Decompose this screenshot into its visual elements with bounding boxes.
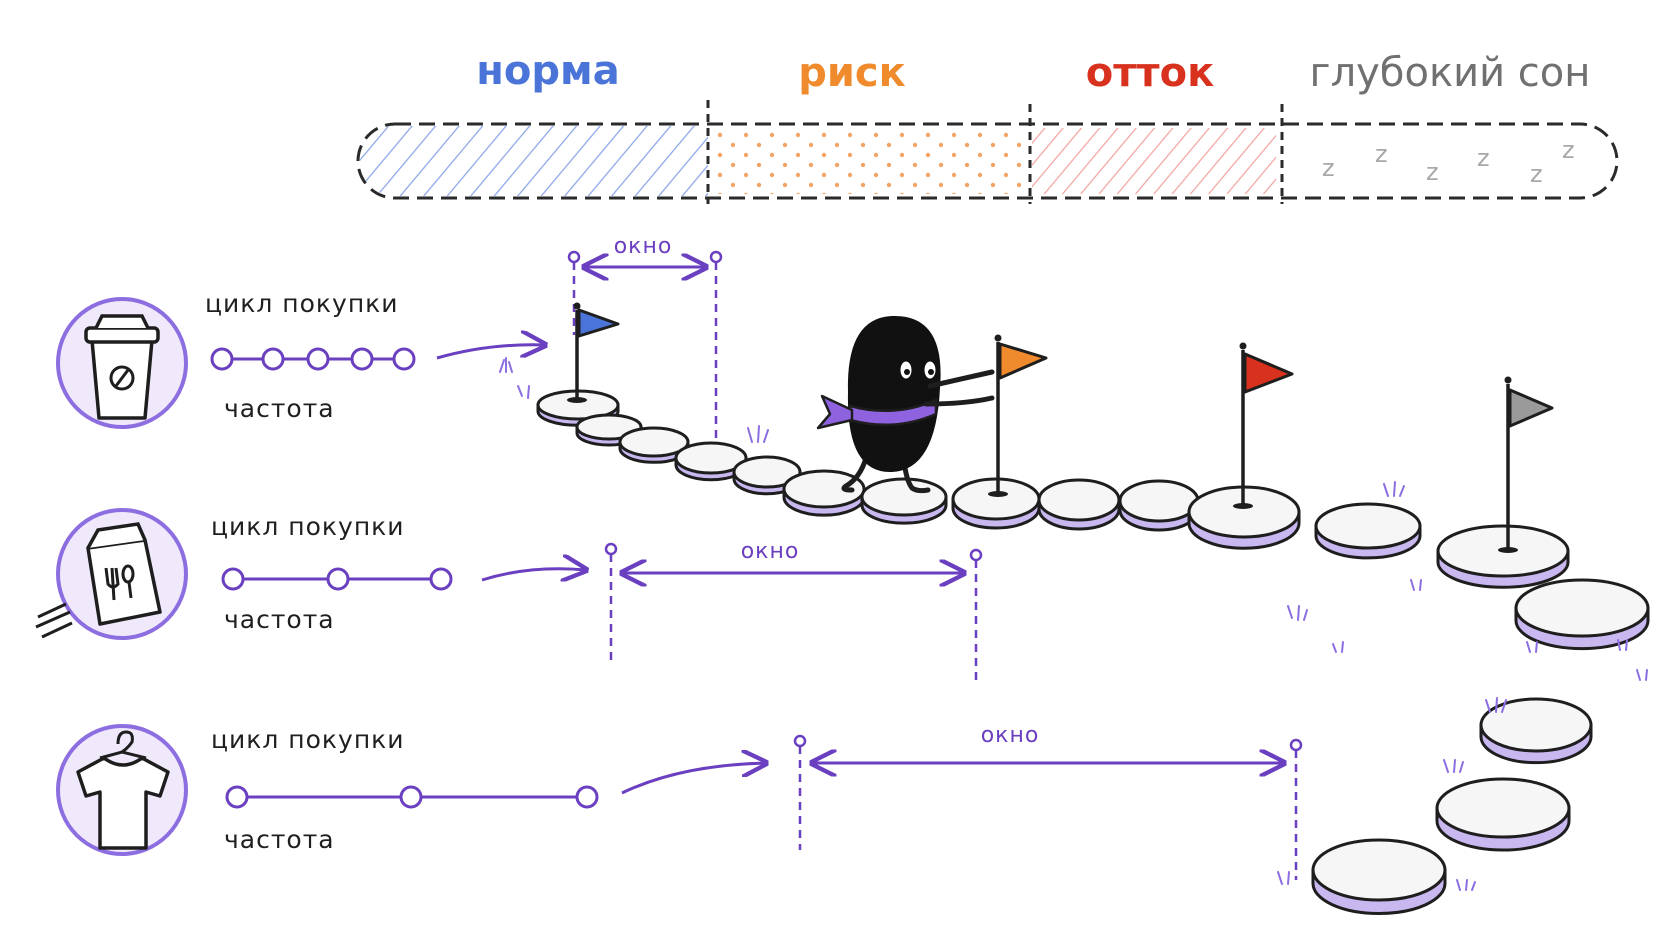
stepping-stone: [1479, 697, 1593, 765]
stage-bar-outline: [356, 122, 1619, 200]
stage-label-churn: отток: [1086, 50, 1214, 96]
flow-arrow: [481, 569, 586, 580]
window-marker: окно: [567, 234, 723, 445]
stepping-stone: [674, 441, 748, 482]
stepping-stone: [860, 477, 948, 525]
stepping-stone: [1435, 777, 1571, 852]
stage-bar: норма риск отток глубокий сон z z z z z …: [356, 48, 1619, 204]
t-shirt-icon: [56, 724, 188, 856]
freq-label: частота: [224, 605, 335, 634]
stage-risk-fill: [712, 128, 1026, 194]
stepping-stone: [1037, 478, 1121, 531]
purchase-dot: [429, 567, 453, 591]
cycle-label: цикл покупки: [205, 289, 399, 318]
purchase-dot: [221, 567, 245, 591]
stepping-stone-path: [536, 389, 1650, 915]
purchase-dot: [350, 347, 374, 371]
coffee-cup-icon: [56, 297, 188, 429]
flag-deep-sleep: [1498, 376, 1554, 553]
purchase-dot: [210, 347, 234, 371]
row-apparel: цикл покупки частота окно: [56, 723, 1303, 880]
sleep-z: z: [1562, 136, 1575, 164]
bean-character: [816, 315, 995, 494]
purchase-dot: [575, 785, 599, 809]
flag-churn: [1233, 342, 1294, 509]
purchase-dot: [392, 347, 416, 371]
purchase-dot: [306, 347, 330, 371]
stepping-stone: [1311, 838, 1447, 915]
stage-label-risk: риск: [798, 50, 906, 96]
frequency-dots: [225, 785, 599, 809]
frequency-dots: [210, 347, 416, 371]
grass-tufts: [499, 357, 1648, 891]
flow-arrow: [621, 763, 766, 795]
stepping-stone: [1314, 502, 1422, 560]
window-label: окно: [614, 234, 673, 259]
cycle-label: цикл покупки: [211, 725, 405, 754]
stepping-stone: [782, 469, 866, 517]
window-label: окно: [741, 539, 800, 564]
sleep-z: z: [1375, 140, 1388, 168]
row-coffee: цикл покупки частота окно: [56, 234, 723, 445]
purchase-dot: [399, 785, 423, 809]
frequency-dots: [221, 567, 453, 591]
cycle-label: цикл покупки: [211, 512, 405, 541]
flow-arrow: [436, 345, 545, 360]
flag-risk: [988, 334, 1048, 497]
freq-label: частота: [224, 394, 335, 423]
window-marker: окно: [604, 539, 983, 685]
window-label: окно: [981, 723, 1040, 748]
row-food-delivery: цикл покупки частота окно: [35, 508, 983, 685]
stage-churn-fill: [1032, 128, 1276, 194]
sleep-z: z: [1477, 144, 1490, 172]
sleep-z-marks: z z z z z z: [1322, 136, 1575, 188]
sleep-z: z: [1530, 160, 1543, 188]
purchase-dot: [225, 785, 249, 809]
stage-norm-fill: [360, 126, 708, 196]
stepping-stone: [1514, 578, 1650, 651]
stepping-stone: [1436, 524, 1570, 589]
stage-label-norm: норма: [476, 48, 619, 94]
window-marker: окно: [793, 723, 1303, 880]
sleep-z: z: [1426, 158, 1439, 186]
stepping-stone: [951, 477, 1041, 530]
flag-norm: [567, 302, 620, 403]
stage-label-deep-sleep: глубокий сон: [1310, 50, 1591, 96]
scarf: [848, 398, 938, 427]
sleep-z: z: [1322, 154, 1335, 182]
food-bag-icon: [35, 508, 188, 640]
purchase-dot: [261, 347, 285, 371]
purchase-dot: [326, 567, 350, 591]
stepping-stone: [1118, 479, 1200, 532]
freq-label: частота: [224, 825, 335, 854]
